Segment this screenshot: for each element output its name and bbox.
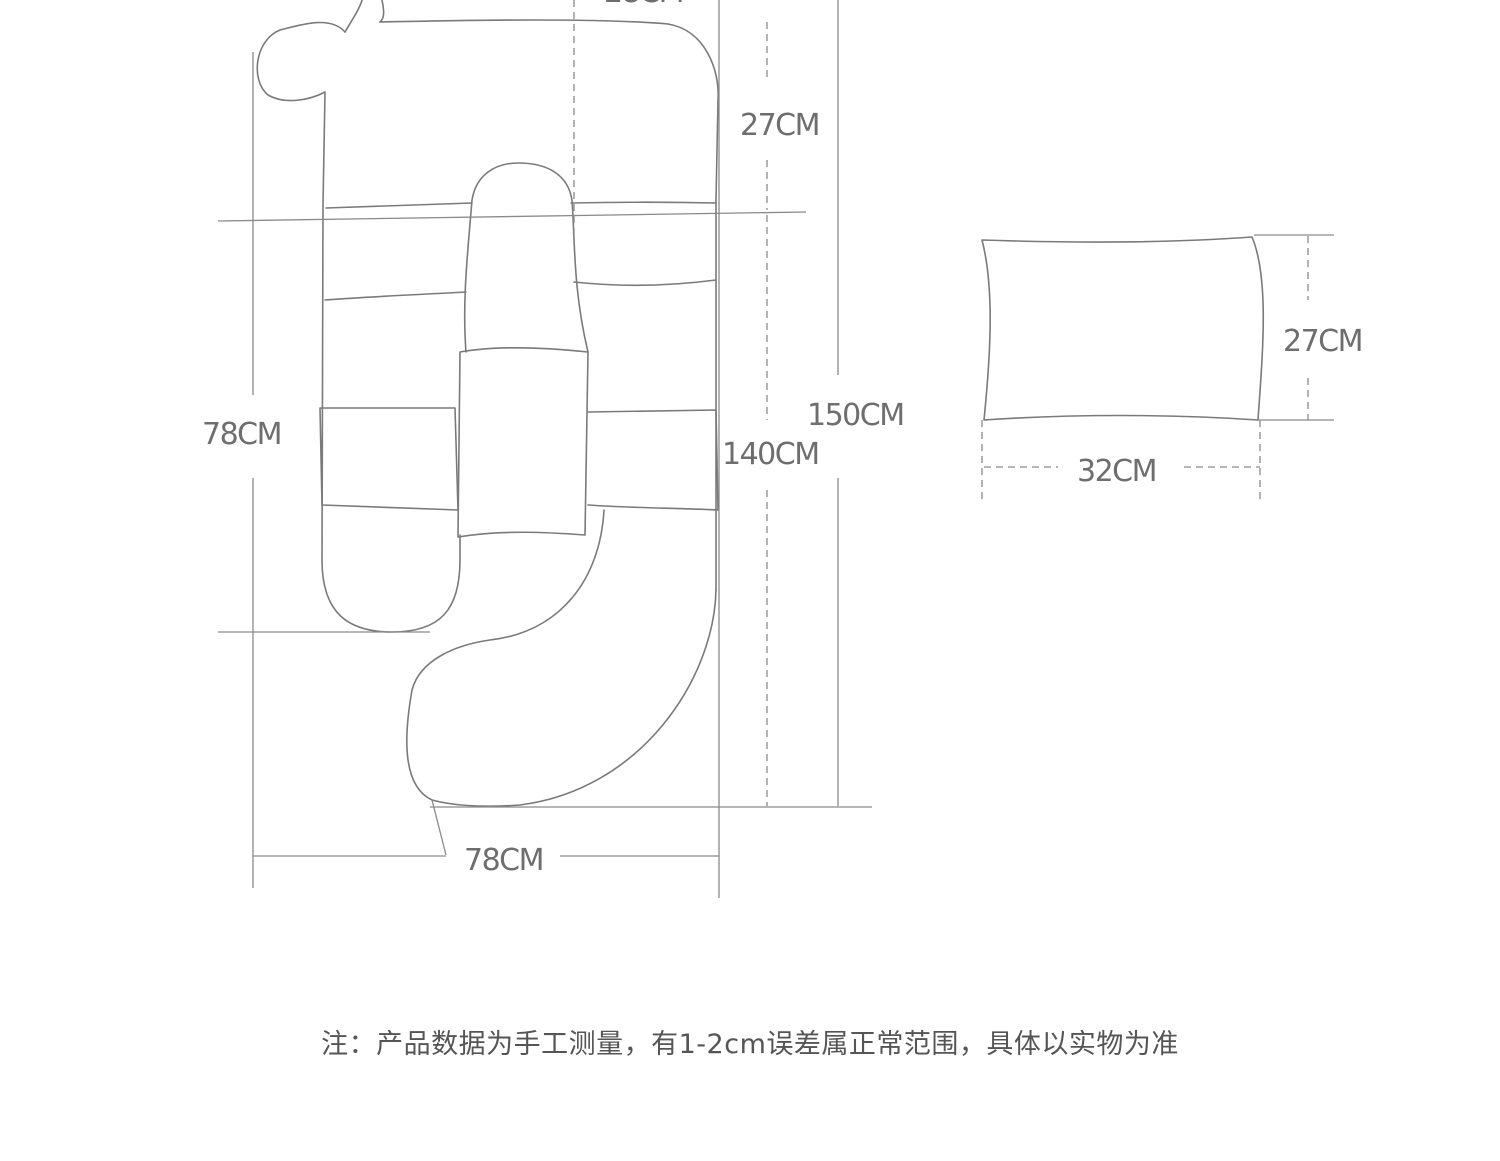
label-left-height: 78CM [202, 417, 281, 452]
label-total-height: 150CM [807, 398, 904, 433]
body-pillow-dimension-lines [217, 0, 872, 898]
label-bottom-width: 78CM [464, 843, 543, 878]
small-pillow-outline [981, 236, 1265, 421]
label-small-pillow-width: 32CM [1077, 454, 1156, 489]
label-head-section-height: 27CM [740, 108, 819, 143]
label-inner-height: 140CM [722, 437, 819, 472]
label-top-width: 28CM [604, 0, 683, 10]
measurement-note: 注：产品数据为手工测量，有1-2cm误差属正常范围，具体以实物为准 [321, 1029, 1179, 1060]
body-pillow-outline [256, 0, 719, 807]
small-pillow-dimension-lines [981, 234, 1334, 500]
label-small-pillow-height: 27CM [1283, 324, 1362, 359]
